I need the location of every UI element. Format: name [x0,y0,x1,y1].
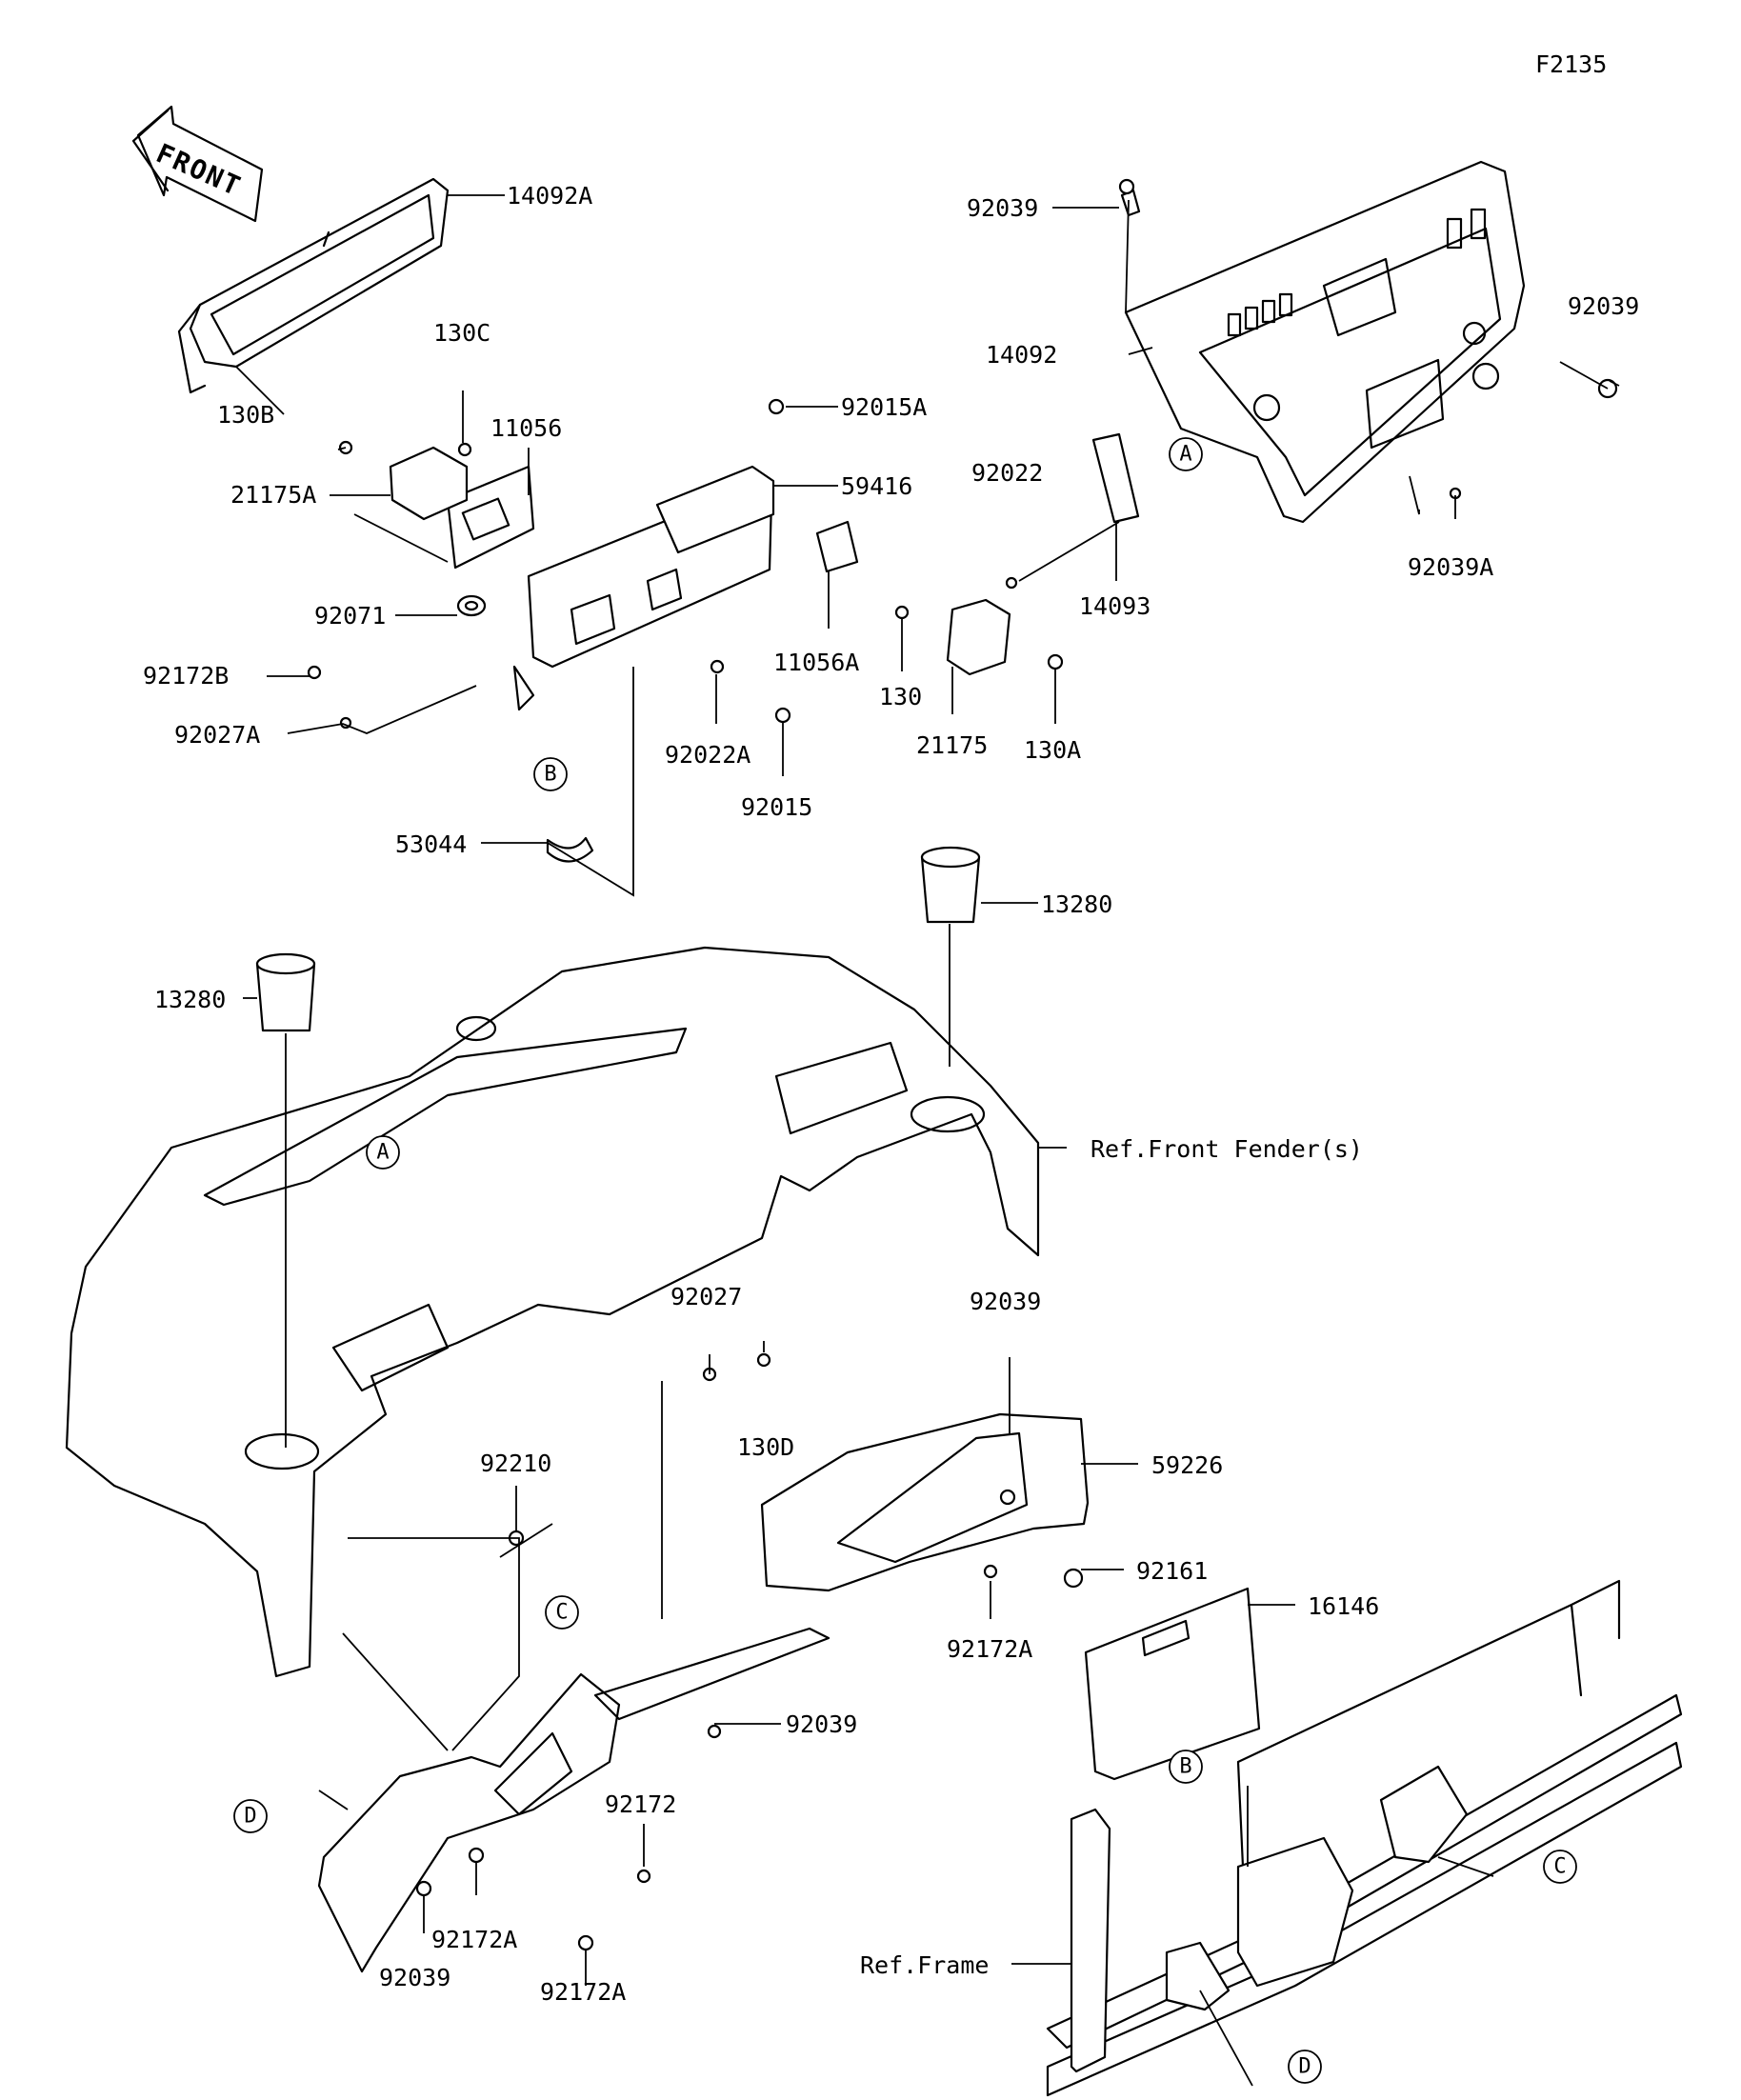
meter-case-59416 [512,465,775,711]
glove-box-59226 [760,1412,1090,1592]
svg-text:D: D [244,1805,256,1829]
svg-text:A: A [1179,443,1191,467]
svg-text:C: C [1553,1855,1566,1879]
figure-code: F2135 [1535,50,1607,78]
part-label-53044: 53044 [395,830,467,858]
part-label-92039-right: 92039 [1568,292,1639,320]
lid-16146 [1084,1587,1261,1781]
meter-bracket-11056 [446,465,535,570]
part-label-92172a-left: 92172A [431,1926,517,1953]
part-label-92039-top: 92039 [967,194,1038,222]
lower-panel-left [317,1627,830,1973]
part-label-14093: 14093 [1079,592,1151,620]
callout-c-frame: C [1543,1850,1577,1884]
part-label-92172b: 92172B [143,662,229,690]
part-label-92015: 92015 [741,793,812,821]
hose-53044 [546,836,594,863]
svg-text:B: B [1179,1755,1191,1779]
part-label-92039a: 92039A [1408,553,1493,581]
relay-21175 [946,598,1011,676]
callouts: A A B B C C D D [233,437,1577,2084]
part-label-92039-middle: 92039 [786,1710,857,1738]
cup-holder-13280-left [255,952,316,1032]
callout-a-top: A [1169,437,1203,471]
part-label-16146: 16146 [1308,1592,1379,1620]
panel-14092a [177,177,450,394]
callout-b-top: B [533,757,568,791]
part-label-92210: 92210 [480,1450,551,1477]
callout-d-dash: D [233,1799,268,1833]
part-label-92022: 92022 [971,459,1043,487]
svg-text:A: A [376,1141,389,1165]
cup-holder-13280-right [920,846,981,924]
part-label-92172: 92172 [605,1790,676,1818]
part-label-ref-frame: Ref.Frame [860,1951,989,1979]
part-label-130b: 130B [217,401,274,429]
part-label-11056a: 11056A [773,649,859,676]
callout-c-dash: C [545,1595,579,1630]
part-label-92027a: 92027A [174,721,260,749]
dash-panel [65,946,1040,1678]
front-arrow-icon: FRONT [131,105,264,223]
part-labels: 14092A 130B 130C 11056 21175A 92071 9217… [143,182,1639,2006]
part-label-92039-glovebox: 92039 [970,1288,1041,1315]
part-label-130: 130 [879,683,922,710]
part-label-92027: 92027 [670,1283,742,1310]
part-label-92015a: 92015A [841,393,927,421]
trim-14093 [1091,432,1140,524]
part-label-92161: 92161 [1136,1557,1208,1585]
frame [1046,1579,1683,2097]
grommet-92071 [456,594,487,617]
part-label-92071: 92071 [314,602,386,630]
relay-21175a [389,446,469,521]
part-label-130a: 130A [1024,736,1081,764]
callout-a-dash: A [366,1135,400,1170]
bracket-11056a [815,520,859,573]
part-label-92022a: 92022A [665,741,750,769]
svg-text:B: B [544,763,556,787]
leader-lines [235,194,1620,2087]
part-label-59416: 59416 [841,472,912,500]
part-label-13280-right: 13280 [1041,890,1112,918]
fasteners-top [307,398,1064,730]
part-label-59226: 59226 [1151,1451,1223,1479]
part-label-92172a-bottom: 92172A [540,1978,626,2006]
svg-text:C: C [555,1601,568,1625]
callout-b-frame: B [1169,1750,1203,1784]
part-label-14092: 14092 [986,341,1057,369]
part-label-21175a: 21175A [230,481,316,509]
part-label-ref-front-fender: Ref.Front Fender(s) [1091,1135,1363,1163]
part-label-14092a: 14092A [507,182,592,210]
part-label-13280-left: 13280 [154,986,226,1013]
callout-d-frame: D [1288,2050,1322,2084]
part-label-92172a-middle: 92172A [947,1635,1032,1663]
part-label-11056: 11056 [490,414,562,442]
part-label-92039-bottom: 92039 [379,1964,450,1991]
meter-cover-14092 [1124,160,1526,524]
svg-text:D: D [1298,2055,1311,2079]
part-label-21175: 21175 [916,731,988,759]
part-label-130c: 130C [433,319,490,347]
part-label-130d: 130D [737,1433,794,1461]
